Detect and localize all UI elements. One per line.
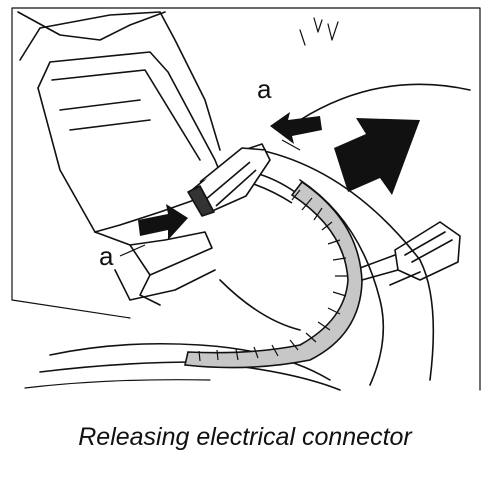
arrow-leader-lower bbox=[119, 244, 146, 257]
connector bbox=[187, 143, 271, 217]
harness-wraps bbox=[198, 189, 348, 362]
housing-right-1 bbox=[299, 83, 471, 121]
module-front bbox=[37, 87, 96, 233]
arrow-leader-upper bbox=[281, 139, 301, 151]
clip-marks bbox=[299, 17, 339, 46]
bracket-base bbox=[114, 269, 216, 301]
harness-sleeve bbox=[184, 180, 363, 369]
module-line-1 bbox=[59, 99, 151, 131]
pull-arrow bbox=[334, 118, 420, 195]
housing-ridge bbox=[17, 11, 166, 41]
module-inner bbox=[51, 69, 201, 161]
housing-top bbox=[19, 11, 221, 151]
release-arrow-upper bbox=[270, 112, 322, 144]
housing-right-4 bbox=[219, 279, 301, 331]
callout-a-top: a bbox=[257, 74, 272, 104]
frame-border bbox=[11, 7, 481, 391]
figure-caption: Releasing electrical connector bbox=[78, 423, 412, 451]
housing-right-2 bbox=[259, 149, 435, 381]
side-plug bbox=[394, 221, 461, 281]
side-plug-wire bbox=[359, 254, 399, 281]
release-arrow-lower bbox=[138, 204, 188, 240]
callout-a-bottom: a bbox=[99, 241, 114, 271]
side-plug-detail bbox=[389, 231, 453, 286]
lower-cable-3 bbox=[24, 379, 211, 389]
